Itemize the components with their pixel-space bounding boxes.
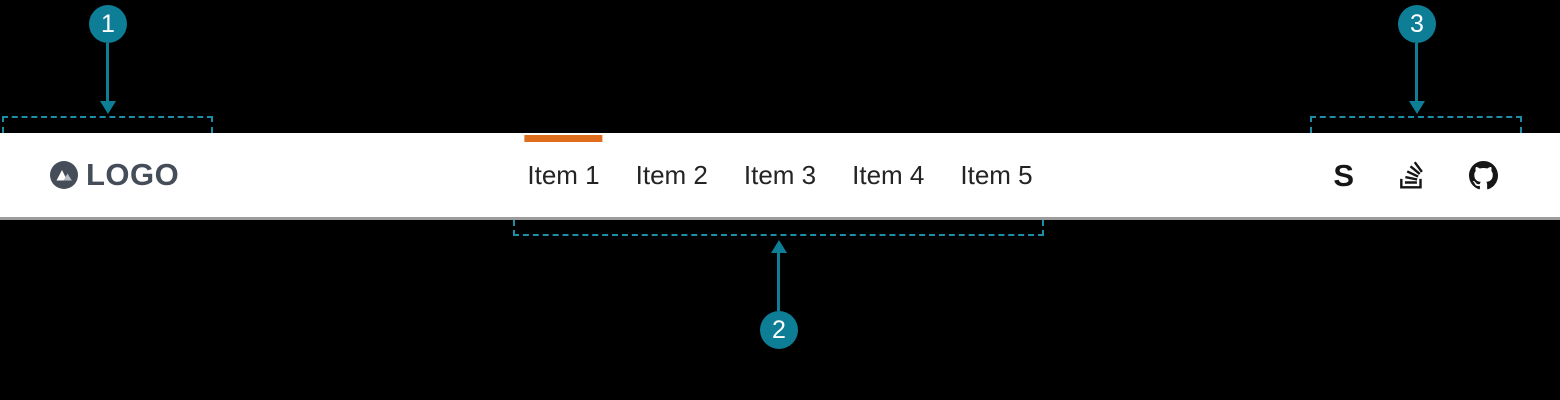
nav-item-2[interactable]: Item 2	[635, 159, 708, 190]
callout-badge-2: 2	[760, 311, 798, 349]
nav-icons: S	[1333, 133, 1498, 217]
mountain-icon	[50, 161, 78, 189]
highlight-box-logo-area	[2, 116, 213, 133]
callout-arrowhead-2	[771, 240, 787, 253]
callout-arrow-1	[106, 43, 109, 101]
stackoverflow-icon[interactable]	[1398, 160, 1425, 190]
logo-text: LOGO	[86, 157, 180, 192]
nav-item-4[interactable]: Item 4	[852, 159, 925, 190]
callout-arrow-2	[777, 253, 780, 311]
callout-arrowhead-1	[100, 101, 116, 114]
nav-items: Item 1 Item 2 Item 3 Item 4 Item 5	[524, 133, 1033, 217]
letter-s-icon[interactable]: S	[1333, 157, 1354, 193]
highlight-box-nav-items-area	[513, 220, 1044, 236]
navbar: LOGO Item 1 Item 2 Item 3 Item 4 Item 5 …	[0, 133, 1560, 220]
callout-arrow-3	[1415, 43, 1418, 101]
logo[interactable]: LOGO	[50, 133, 179, 217]
nav-item-1[interactable]: Item 1	[524, 133, 603, 217]
highlight-box-icons-area	[1310, 116, 1522, 133]
callout-badge-1: 1	[89, 5, 127, 43]
nav-item-5[interactable]: Item 5	[960, 159, 1033, 190]
callout-badge-3: 3	[1398, 5, 1436, 43]
nav-item-3[interactable]: Item 3	[743, 159, 817, 190]
callout-arrowhead-3	[1409, 101, 1425, 114]
github-icon[interactable]	[1469, 160, 1498, 190]
